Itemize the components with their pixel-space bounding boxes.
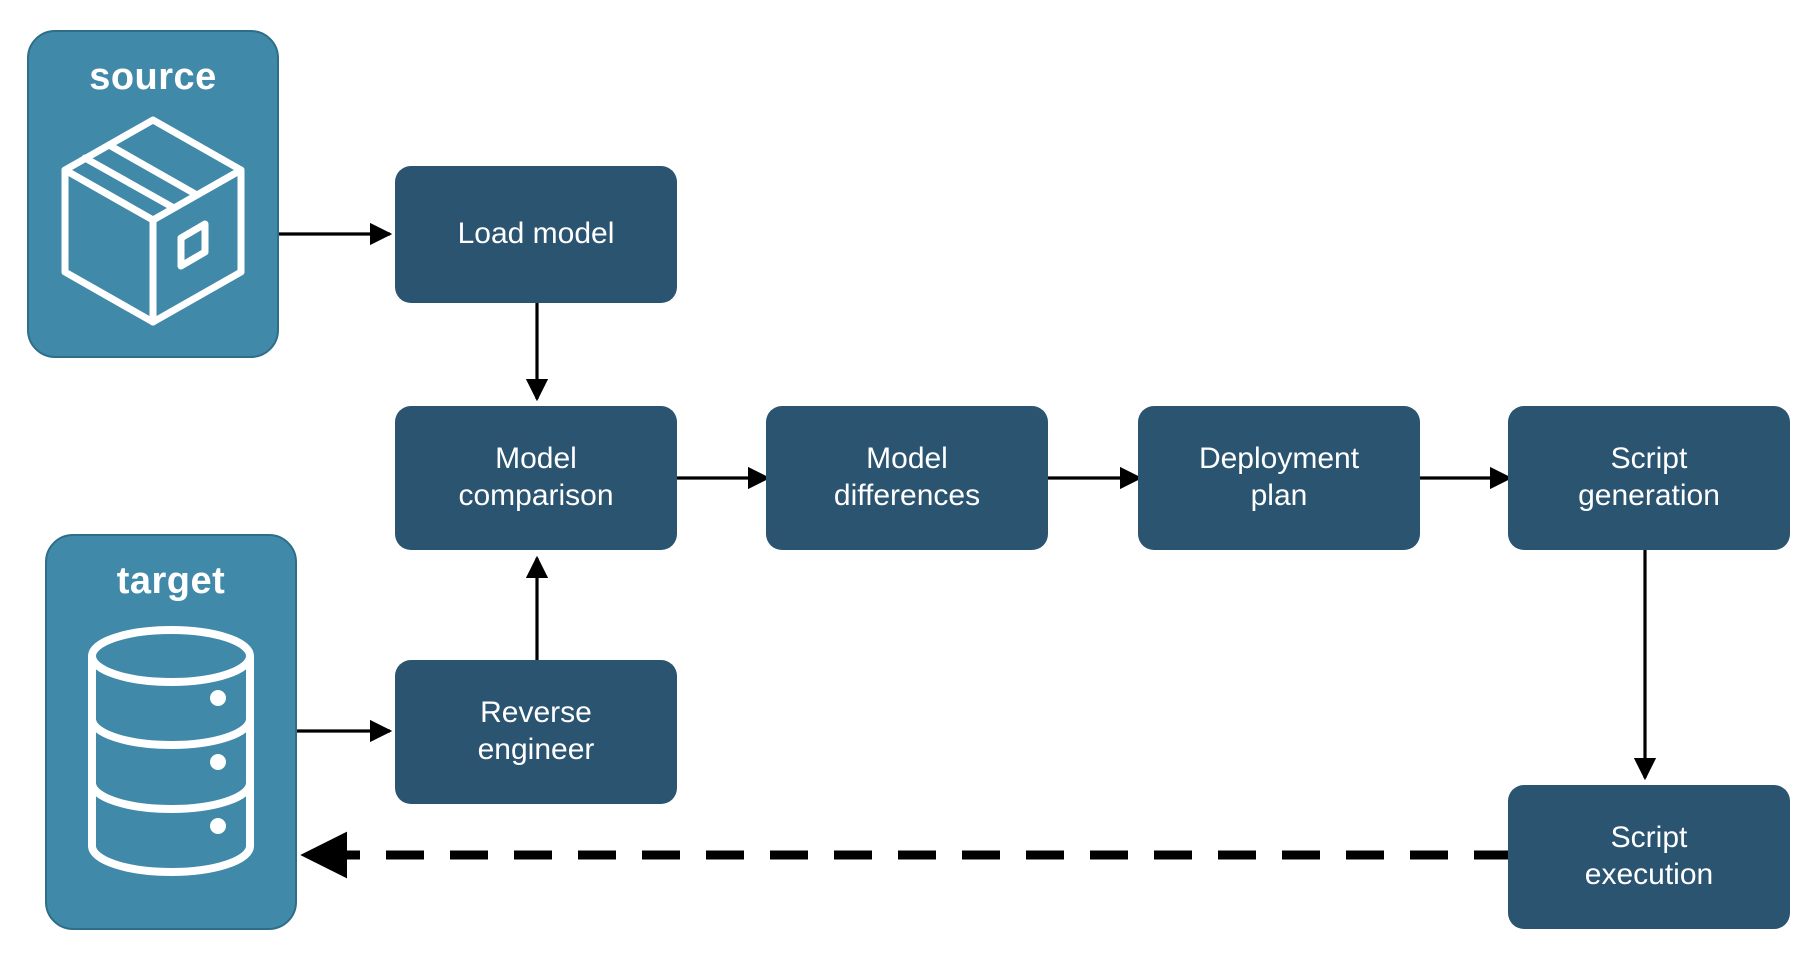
endpoint-target[interactable]: target [45,534,297,930]
process-deployment-plan-label-line2: plan [1250,479,1308,512]
process-reverse-engineer-label-line2: engineer [477,733,595,766]
process-reverse-engineer-label-line1: Reverse [480,696,592,730]
process-script-generation-label-line1: Script [1610,442,1688,476]
process-script-execution-label-line2: execution [1584,858,1714,891]
process-reverse-engineer[interactable]: Reverse engineer [395,660,677,804]
process-script-generation[interactable]: Script generation [1508,406,1790,550]
package-box-icon [53,110,253,337]
process-script-execution-label-line1: Script [1610,821,1688,855]
process-script-execution[interactable]: Script execution [1508,785,1790,929]
process-model-differences-label-line1: Model [866,442,948,476]
endpoint-source-label: source [89,56,217,98]
process-deployment-plan-label-line1: Deployment [1198,442,1360,476]
database-cylinder-icon [82,622,260,885]
process-model-comparison-label-line2: comparison [458,479,614,512]
process-load-model-label: Load model [457,217,615,251]
endpoint-source[interactable]: source [27,30,279,358]
process-script-generation-label-line2: generation [1578,479,1720,512]
endpoint-target-label: target [116,560,226,602]
process-deployment-plan[interactable]: Deployment plan [1138,406,1420,550]
process-model-comparison-label-line1: Model [495,442,577,476]
process-load-model[interactable]: Load model [395,166,677,303]
process-model-differences-label-line2: differences [833,479,981,512]
process-model-comparison[interactable]: Model comparison [395,406,677,550]
process-model-differences[interactable]: Model differences [766,406,1048,550]
